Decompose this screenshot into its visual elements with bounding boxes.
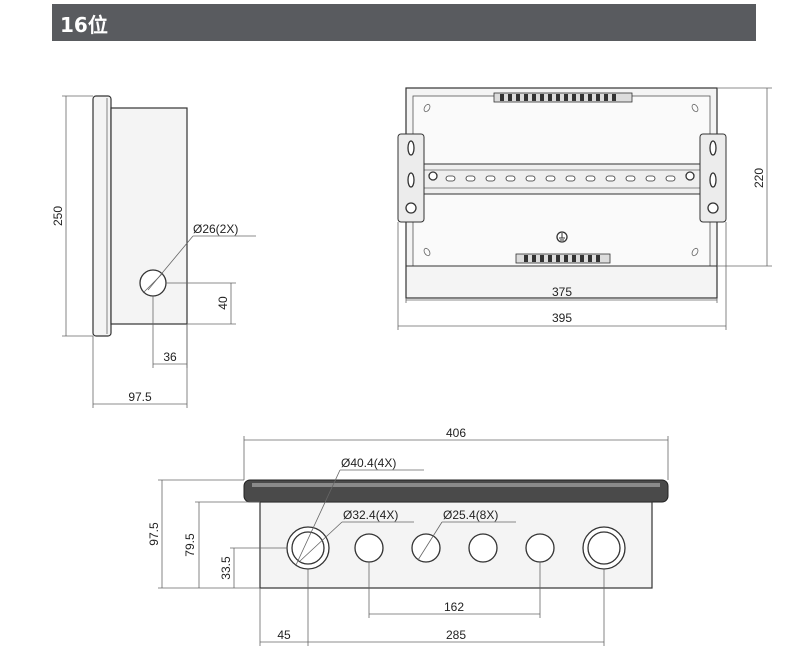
bottom-dim-hole-pitch: 162 — [444, 600, 464, 614]
knockout-small-4 — [525, 533, 555, 563]
side-dim-hole-offset-h: 36 — [163, 350, 177, 364]
side-dim-hole-offset-v: 40 — [216, 296, 230, 310]
knockout-mid-2 — [587, 531, 621, 565]
knockout-mid-1 — [291, 531, 325, 565]
bottom-dim-large-hole: Ø40.4(4X) — [341, 456, 396, 470]
side-lid — [92, 95, 112, 337]
front-view: 375 395 220 — [397, 87, 772, 330]
knockout-small-3 — [468, 533, 498, 563]
side-dim-hole: Ø26(2X) — [193, 222, 238, 236]
bottom-dim-edge-offset: 45 — [277, 628, 291, 642]
bottom-dim-small-hole: Ø25.4(8X) — [443, 508, 498, 522]
side-dim-height: 250 — [51, 206, 65, 226]
page-title: 16位 — [60, 13, 108, 37]
side-dim-depth: 97.5 — [128, 390, 152, 404]
front-dim-outer-width: 395 — [552, 311, 572, 325]
din-rail — [423, 163, 701, 195]
side-view: Ø26(2X) 250 40 36 97.5 — [51, 95, 256, 408]
bottom-dim-mid-hole: Ø32.4(4X) — [343, 508, 398, 522]
top-terminal-block — [493, 92, 633, 103]
bottom-dim-body-height: 79.5 — [183, 533, 197, 557]
bottom-terminal-block — [515, 253, 611, 264]
bottom-dim-hole-span: 285 — [446, 628, 466, 642]
knockout-small-1 — [354, 533, 384, 563]
title-bar: 16位 — [52, 4, 756, 41]
front-dim-inner-width: 375 — [552, 285, 572, 299]
bottom-view: Ø40.4(4X) Ø32.4(4X) Ø25.4(8X) 406 97.5 7… — [147, 426, 669, 646]
front-dim-height: 220 — [752, 168, 766, 188]
bottom-dim-depth: 97.5 — [147, 522, 161, 546]
bottom-dim-hole-center-height: 33.5 — [219, 556, 233, 580]
bottom-dim-total-width: 406 — [446, 426, 466, 440]
